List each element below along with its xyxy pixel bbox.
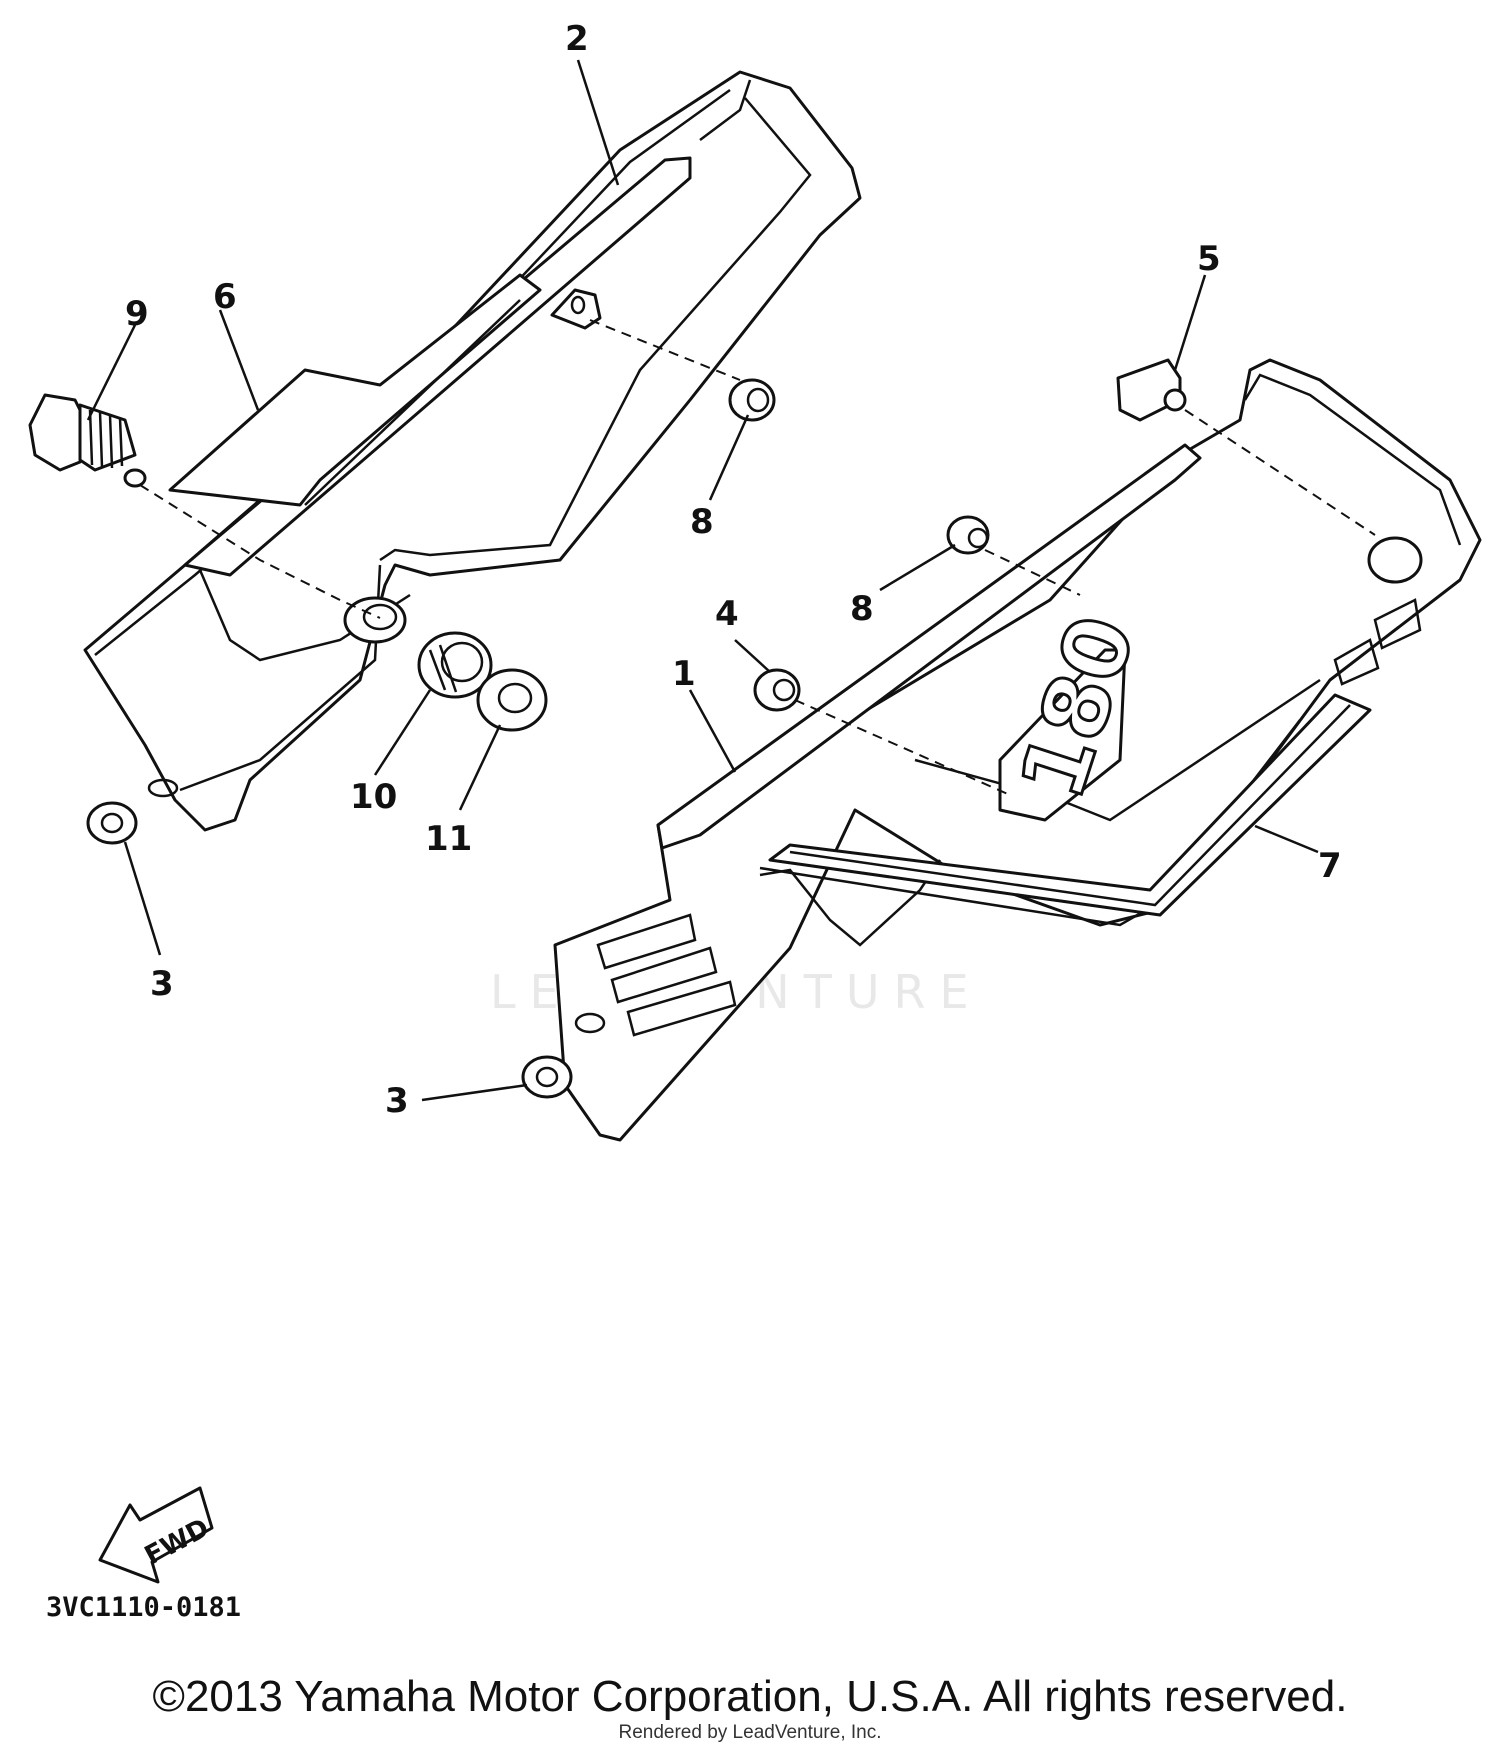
- callout-5: 5: [1197, 239, 1221, 279]
- right-side-cover: 180: [553, 358, 1482, 1142]
- callout-8-lower: 8: [850, 589, 874, 629]
- copyright-notice: ©2013 Yamaha Motor Corporation, U.S.A. A…: [152, 1672, 1348, 1721]
- grommet-part-3-a: [86, 801, 138, 845]
- key-lock-part-9: [28, 393, 147, 488]
- fwd-arrow-icon: FWD: [98, 1486, 214, 1584]
- callout-1: 1: [672, 654, 696, 694]
- callout-7: 6: [213, 277, 237, 317]
- callout-10: 10: [350, 777, 397, 817]
- callout-9: 9: [125, 294, 149, 334]
- grommet-part-4: [753, 668, 801, 712]
- callout-8-upper: 8: [690, 502, 714, 542]
- callout-3-right: 3: [385, 1081, 409, 1121]
- nut-part-10: [417, 631, 493, 699]
- callout-3-left: 3: [150, 964, 174, 1004]
- left-side-cover: [83, 70, 862, 832]
- washer-part-11: [476, 668, 548, 732]
- rendered-by-notice: Rendered by LeadVenture, Inc.: [618, 1722, 882, 1743]
- callout-2: 2: [565, 19, 589, 59]
- parts-diagram: LEADVENTURE: [28, 19, 1482, 1584]
- plate-part-7: [168, 273, 542, 507]
- grommet-part-8-b: [946, 515, 990, 555]
- callout-6: 7: [1318, 846, 1342, 886]
- grommet-part-3-b: [521, 1055, 573, 1099]
- callout-4: 4: [715, 594, 739, 634]
- clip-part-5: [1116, 358, 1187, 422]
- figure-code: 3VC1110-0181: [46, 1592, 242, 1623]
- grommet-part-8-a: [728, 378, 776, 422]
- callout-11: 11: [425, 819, 472, 859]
